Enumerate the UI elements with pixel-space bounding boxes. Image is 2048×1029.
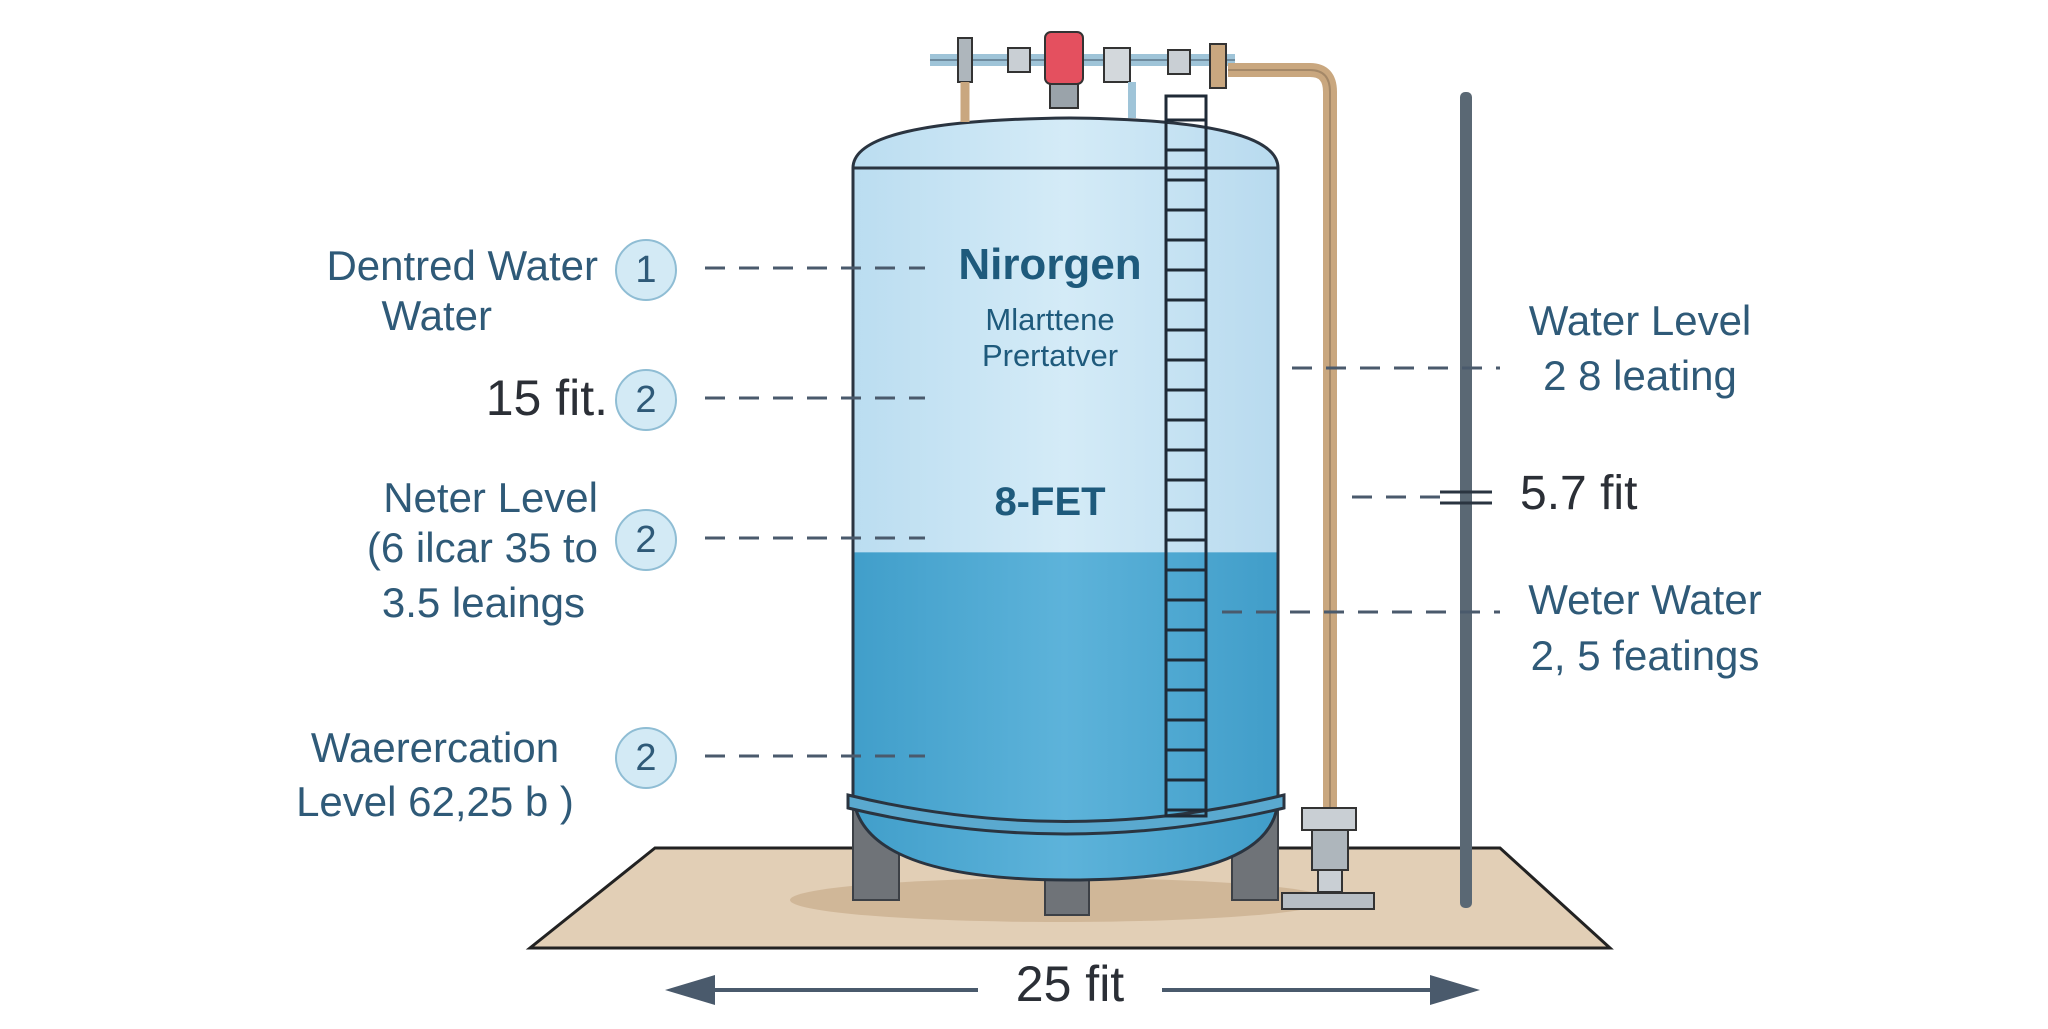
- pipe-fitting: [957, 37, 973, 83]
- right-label-3-line-1: Weter Water: [1528, 576, 1762, 623]
- dimension-arrow: [665, 975, 1480, 1005]
- side-pipe: [1228, 63, 1337, 815]
- callout-badge-3: 2: [615, 509, 677, 571]
- callout-badge-2: 2: [615, 369, 677, 431]
- left-label-3-line-2: (6 ilcar 35 to: [366, 524, 598, 571]
- tank-subtitle-line: Prertatver: [981, 338, 1119, 373]
- left-label-3-line-3: 3.5 leaings: [381, 579, 585, 626]
- red-valve-icon: [1044, 31, 1084, 85]
- valve-stem: [1049, 83, 1079, 109]
- left-label-1-line-1: Dentred Water: [326, 242, 598, 289]
- gauge-pole: [1460, 92, 1472, 908]
- left-label-2: 15 fit.: [485, 370, 608, 426]
- left-label-4-line-2: Level 62,25 b ): [296, 778, 574, 825]
- left-label-1-line-2: Water: [381, 292, 492, 339]
- pipe-fitting: [1007, 47, 1031, 73]
- callout-badge-1: 1: [615, 239, 677, 301]
- tank-subtitle-line: Mlarttene: [985, 302, 1115, 337]
- base-dimension-label: 25 fit: [1015, 956, 1125, 1012]
- pipe-fitting: [1103, 47, 1131, 83]
- bottom-valve-icon: [1301, 807, 1357, 831]
- leader-lines: [705, 266, 1500, 758]
- callout-badge-4: 2: [615, 727, 677, 789]
- left-label-4-line-1: Waerercation: [310, 724, 560, 771]
- right-label-2: 5.7 fit: [1520, 467, 1638, 520]
- tank-bottom-rim: [846, 793, 1286, 836]
- tank-water: [853, 552, 1279, 880]
- pipe-fitting: [1209, 43, 1227, 89]
- left-label-3-line-1: Neter Level: [383, 474, 598, 521]
- pipe-fitting: [1167, 49, 1191, 75]
- right-label-1-line-1: Water Level: [1528, 297, 1752, 344]
- drain-pipe: [1281, 892, 1375, 910]
- tank-title: Nirorgen: [958, 240, 1142, 289]
- right-label-3-line-2: 2, 5 featings: [1530, 632, 1760, 679]
- right-label-1-line-2: 2 8 leating: [1543, 352, 1737, 399]
- ladder: [1164, 94, 1208, 818]
- tank-level-label: 8-FET: [994, 480, 1106, 524]
